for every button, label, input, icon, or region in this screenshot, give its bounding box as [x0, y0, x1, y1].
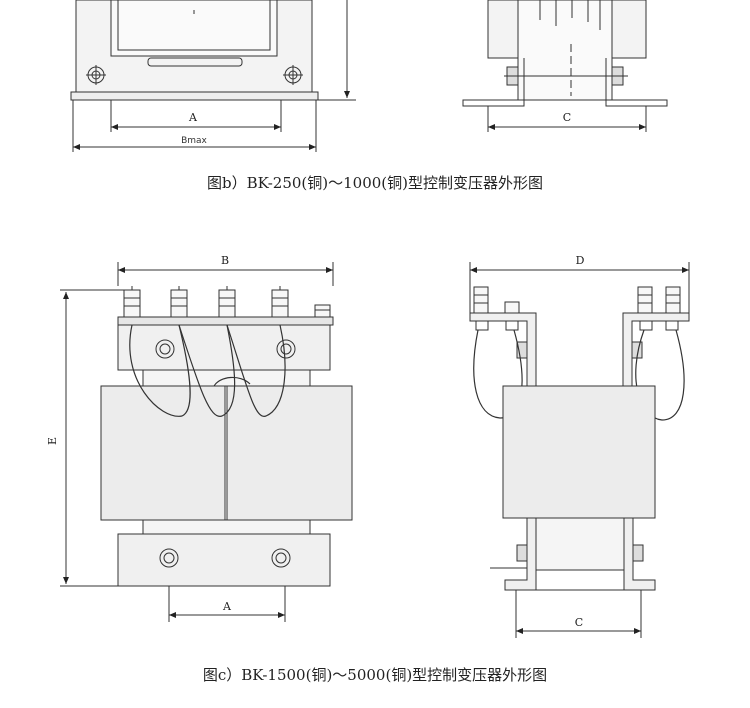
side-terminal-1 [473, 286, 489, 314]
terminal-3 [218, 286, 236, 318]
figure-b-caption: 图b）BK-250(铜)～1000(铜)型控制变压器外形图 [206, 174, 544, 192]
side-terminal-4 [665, 286, 681, 314]
side-terminal-3 [637, 286, 653, 314]
figure-b-front-view [70, 0, 356, 152]
dim-label-c-e: E [46, 437, 59, 445]
figure-b-side-view [462, 0, 668, 132]
dim-label-b-bmax: Bmax [181, 136, 207, 146]
plate-bolt-right [276, 339, 296, 359]
dim-label-c-c: C [575, 616, 583, 629]
mount-hole-left [86, 65, 106, 85]
terminal-2 [170, 286, 188, 318]
side-terminal-2 [504, 301, 520, 314]
dim-label-b-a: A [188, 111, 198, 124]
dim-label-c-d: D [576, 254, 585, 267]
terminal-1 [123, 286, 141, 318]
terminal-ground [314, 304, 331, 318]
dim-label-c-b: B [221, 254, 229, 267]
figure-c-caption: 图c）BK-1500(铜)～5000(铜)型控制变压器外形图 [202, 666, 548, 684]
bottom-bolt-right [271, 548, 291, 568]
bottom-bolt-left [159, 548, 179, 568]
dim-label-b-c: C [563, 111, 571, 124]
mount-hole-right [283, 65, 303, 85]
plate-bolt-left [155, 339, 175, 359]
terminal-4 [271, 286, 289, 318]
figure-c-front-view [60, 262, 353, 622]
figure-c-side-view [469, 262, 690, 638]
dim-label-c-a: A [222, 600, 232, 613]
